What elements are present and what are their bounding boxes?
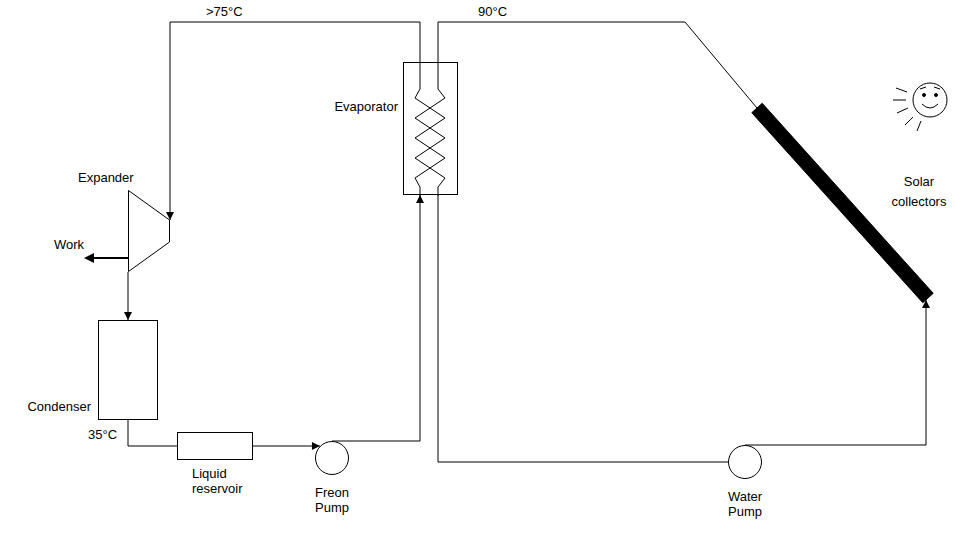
pipe-connector	[332, 195, 420, 441]
reservoir-box: Liquid reservoir	[177, 432, 253, 460]
temperature-label: >75°C	[206, 4, 243, 19]
pipe-connector	[253, 446, 320, 447]
node-label: Freon Pump	[307, 485, 357, 515]
node-label: Solar collectors	[888, 172, 950, 212]
work-label: Work	[54, 237, 84, 252]
pump-outline	[728, 445, 762, 479]
heat-exchanger-coils	[404, 63, 457, 194]
pump-outline	[729, 446, 762, 479]
sun-symbol	[893, 83, 947, 131]
node-label: Liquid reservoir	[192, 466, 258, 496]
coil-line	[415, 63, 445, 196]
pipe-connector	[128, 420, 177, 446]
pipe-connector	[128, 272, 129, 320]
pump-outline	[316, 442, 349, 475]
pipe-connector	[170, 22, 420, 220]
evaporator-box: Evaporator	[403, 62, 458, 195]
pump-outline	[315, 441, 349, 475]
solar-collector: Solar collectors	[748, 100, 938, 307]
node-label: Condenser	[27, 399, 91, 414]
pipe-connector	[745, 300, 926, 445]
node-label: Evaporator	[334, 99, 398, 114]
node-label: Expander	[78, 170, 134, 185]
coil-line	[415, 63, 445, 196]
pump-symbol: Freon Pump	[315, 441, 349, 475]
node-label: Water Pump	[720, 489, 770, 519]
pipe-connector	[438, 22, 757, 108]
pump-symbol: Water Pump	[728, 445, 762, 479]
temperature-label: 35°C	[88, 427, 117, 442]
expander-outline	[128, 190, 170, 272]
pipe-connector	[438, 195, 728, 462]
expander-symbol: Expander	[128, 190, 170, 272]
work-arrow	[84, 253, 128, 263]
condenser-box: Condenser	[98, 320, 158, 420]
expander-outline	[129, 191, 170, 272]
temperature-label: 90°C	[478, 4, 507, 19]
